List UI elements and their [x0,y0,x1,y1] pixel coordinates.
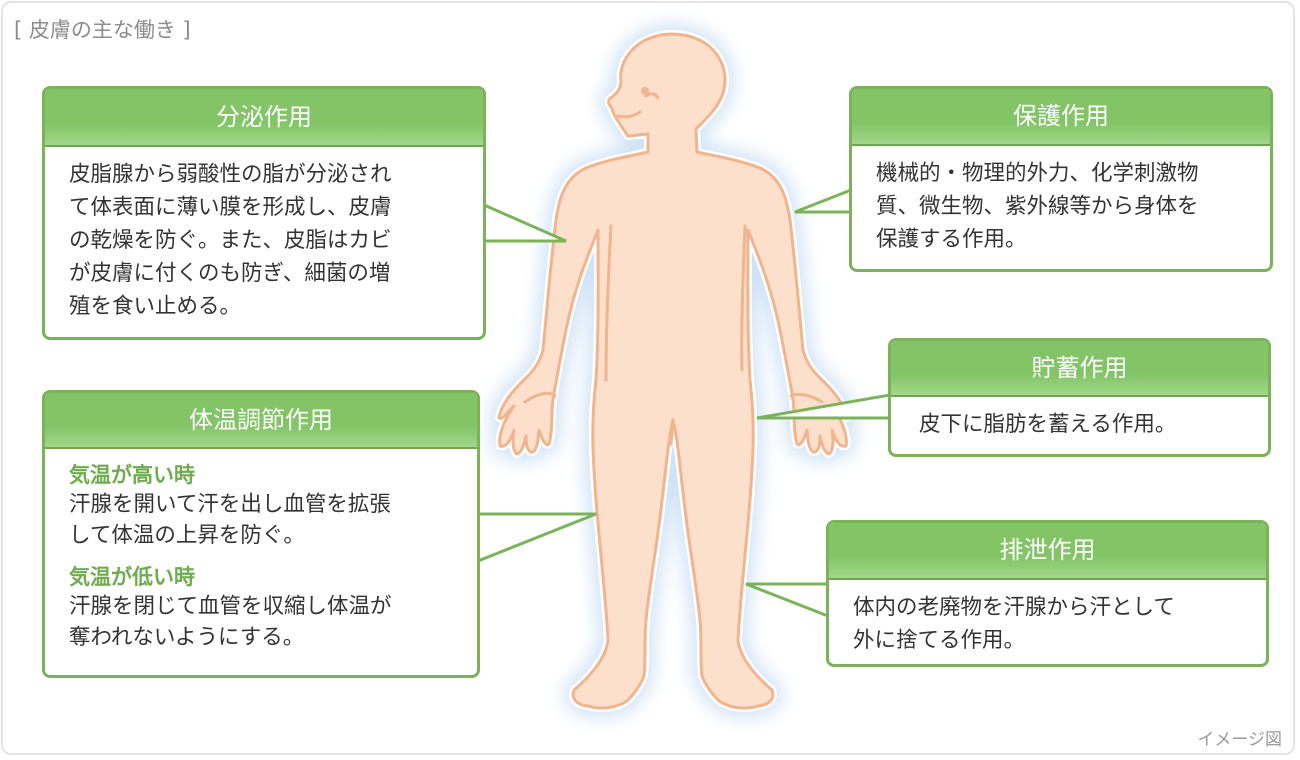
image-caption: イメージ図 [1197,730,1282,750]
callout-thermoregulation: 体温調節作用 気温が高い時 汗腺を開いて汗を出し血管を拡張 して体温の上昇を防ぐ… [42,390,480,678]
pointer-secretion [483,203,567,243]
subheading-high-temp: 気温が高い時 [69,463,195,487]
pointer-storage [756,393,891,420]
mouth [616,110,642,119]
subheading-low-temp: 気温が低い時 [69,565,195,589]
pointer-excretion [745,582,829,618]
callout-pointers [477,188,891,618]
diagram-title: [ 皮膚の主な働き ] [14,18,191,42]
callout-thermoregulation-body: 気温が高い時 汗腺を開いて汗を出し血管を拡張 して体温の上昇を防ぐ。 気温が低い… [69,461,463,653]
callout-storage-body: 皮下に脂肪を蓄える作用。 [919,412,1177,437]
callout-excretion-title: 排泄作用 [829,523,1266,580]
body-detail-lines [523,92,824,446]
text-high-temp: 汗腺を開いて汗を出し血管を拡張 して体温の上昇を防ぐ。 [69,492,391,548]
callout-secretion-title: 分泌作用 [45,89,483,147]
callout-excretion-body: 体内の老廃物を汗腺から汗として 外に捨てる作用。 [853,595,1175,653]
body-figure [497,32,849,710]
text-low-temp: 汗腺を閉じて血管を収縮し体温が 奪われないようにする。 [69,594,392,650]
pointer-thermoregulation [477,512,597,563]
callout-excretion: 排泄作用 体内の老廃物を汗腺から汗として 外に捨てる作用。 [826,520,1269,667]
callout-secretion-body: 皮脂腺から弱酸性の脂が分泌され て体表面に薄い膜を形成し、皮膚 の乾燥を防ぐ。ま… [69,162,392,319]
eye [641,87,649,95]
callout-thermoregulation-title: 体温調節作用 [45,393,477,449]
callout-storage-title: 貯蓄作用 [891,341,1268,397]
callout-secretion: 分泌作用 皮脂腺から弱酸性の脂が分泌され て体表面に薄い膜を形成し、皮膚 の乾燥… [42,86,486,340]
callout-protection: 保護作用 機械的・物理的外力、化学刺激物 質、微生物、紫外線等から身体を 保護す… [849,86,1273,272]
callout-storage: 貯蓄作用 皮下に脂肪を蓄える作用。 [888,338,1271,457]
callout-protection-body: 機械的・物理的外力、化学刺激物 質、微生物、紫外線等から身体を 保護する作用。 [876,161,1199,252]
pointer-protection [794,188,852,214]
callout-protection-title: 保護作用 [852,89,1270,146]
